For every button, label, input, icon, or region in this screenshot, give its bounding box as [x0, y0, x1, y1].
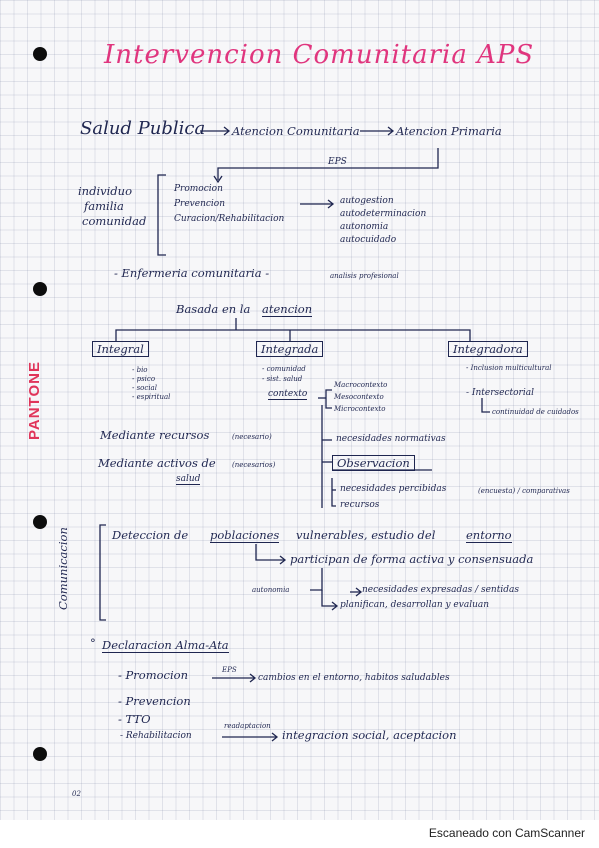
accion-curacion: Curacion/Rehabilitacion [174, 214, 285, 224]
accion-prevencion: Prevencion [174, 199, 226, 209]
alma-prevencion: - Prevencion [118, 694, 191, 708]
contexto-nivel: Mesocontexto [334, 393, 384, 401]
scanner-watermark: Escaneado con CamScanner [428, 826, 585, 840]
integral-item: - psico [132, 375, 156, 383]
integradora-item: - Inclusion multicultural [466, 364, 552, 372]
atencion-underlined: atencion [262, 302, 313, 317]
comunicacion-side-label: Comunicacion [56, 527, 70, 610]
integral-item: - espiritual [132, 393, 171, 401]
box-integral: Integral [92, 341, 149, 357]
binder-hole [33, 515, 47, 529]
alma-readaptacion: readaptacion [224, 722, 271, 730]
resultado-autodeterminacion: autodeterminacion [340, 209, 427, 219]
contexto-nivel: Macrocontexto [334, 381, 388, 389]
autonomia-label: autonomia [252, 586, 290, 594]
box-observacion: Observacion [332, 455, 415, 471]
integradora-sub: continuidad de cuidados [492, 408, 579, 416]
planifican-text: planifican, desarrollan y evaluan [340, 600, 490, 610]
box-integradora: Integradora [448, 341, 528, 357]
mediante-activos-note: (necesarios) [232, 461, 276, 469]
ambito-individuo: individuo [78, 184, 132, 198]
integrada-item: - comunidad [262, 365, 306, 373]
alma-ata-title: Declaracion Alma-Ata [102, 638, 229, 653]
enfermeria-note: analisis profesional [330, 272, 399, 280]
participan-text: participan de forma activa y consensuada [290, 552, 534, 566]
flow-atencion-comunitaria: Atencion Comunitaria [232, 124, 360, 138]
necesidades-percibidas: necesidades percibidas [340, 484, 447, 494]
alma-integracion: integracion social, aceptacion [282, 728, 457, 742]
integrada-contexto: contexto [268, 389, 308, 400]
binder-hole [33, 747, 47, 761]
alma-rehabilitacion: - Rehabilitacion [120, 731, 192, 741]
resultado-autocuidado: autocuidado [340, 235, 397, 245]
integrada-item: - sist. salud [262, 375, 303, 383]
deteccion-text: Deteccion de [112, 528, 189, 542]
integradora-item: - Intersectorial [466, 388, 534, 398]
poblaciones-underlined: poblaciones [210, 528, 280, 543]
mediante-salud: salud [176, 474, 201, 485]
ambito-comunidad: comunidad [82, 214, 147, 228]
necesidades-expresadas: necesidades expresadas / sentidas [362, 585, 519, 595]
contexto-nivel: Microcontexto [334, 405, 386, 413]
box-integrada: Integrada [256, 341, 324, 357]
entorno-underlined: entorno [466, 528, 512, 543]
flow-salud-publica: Salud Publica [80, 118, 206, 139]
page-number: 02 [72, 790, 81, 798]
basada-en-la: Basada en la [176, 302, 251, 316]
flow-eps-label: EPS [328, 157, 347, 167]
resultado-autogestion: autogestion [340, 196, 394, 206]
mediante-recursos: Mediante recursos [100, 428, 210, 442]
integral-item: - social [132, 384, 157, 392]
mediante-recursos-out: recursos [340, 500, 380, 510]
notebook-page: PANTONE [0, 0, 599, 820]
alma-tto: - TTO [118, 712, 151, 726]
alma-eps: EPS [222, 666, 237, 674]
bullet-circle: ° [90, 636, 96, 650]
binder-hole [33, 47, 47, 61]
accion-promocion: Promocion [174, 184, 223, 194]
mediante-recursos-note: (necesario) [232, 433, 272, 441]
binder-hole [33, 282, 47, 296]
resultado-autonomia: autonomia [340, 222, 389, 232]
mediante-activos: Mediante activos de [98, 456, 216, 470]
necesidades-normativas: necesidades normativas [336, 434, 446, 444]
ambito-familia: familia [84, 199, 124, 213]
percibidas-note: (encuesta) / comparativas [478, 487, 570, 495]
integral-item: - bio [132, 366, 148, 374]
alma-promocion: - Promocion [118, 668, 188, 682]
alma-promocion-result: cambios en el entorno, habitos saludable… [258, 673, 450, 683]
flow-atencion-primaria: Atencion Primaria [396, 124, 502, 138]
deteccion-text-b: vulnerables, estudio del [296, 528, 436, 542]
page-title: Intervencion Comunitaria APS [104, 40, 535, 70]
enfermeria-comunitaria: - Enfermeria comunitaria - [114, 266, 270, 280]
